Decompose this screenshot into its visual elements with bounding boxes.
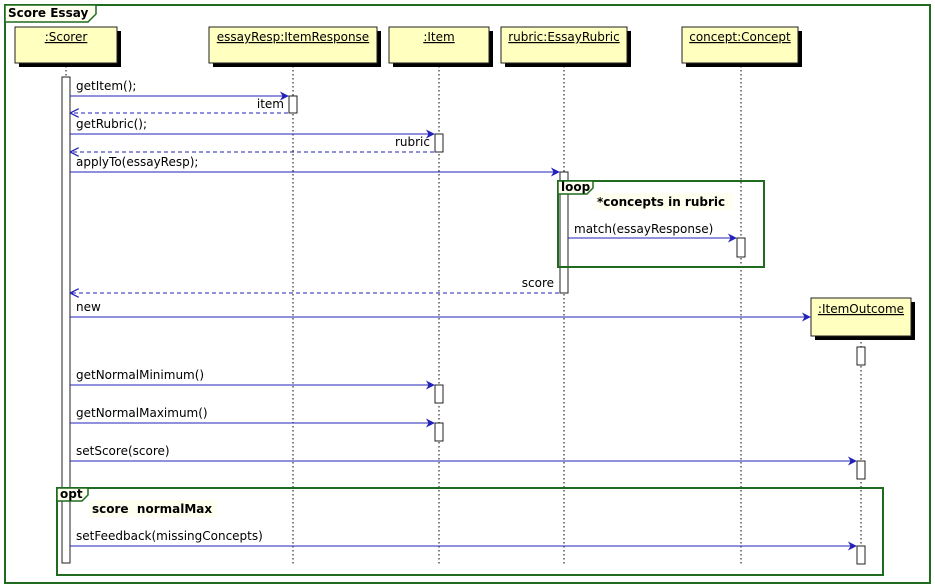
message-score-return[interactable]: score (71, 276, 559, 293)
activation-outcome-1 (856, 346, 866, 366)
message-match[interactable]: match(essayResponse) (568, 222, 737, 243)
diagram-title: Score Essay (8, 6, 88, 20)
message-getnormalmaximum-label: getNormalMaximum() (76, 406, 208, 420)
message-rubric-return[interactable]: rubric (71, 135, 434, 152)
message-setfeedback[interactable]: setFeedback(missingConcepts) (70, 529, 857, 551)
message-getitem[interactable]: getItem(); (70, 79, 289, 101)
participant-item[interactable]: :Item (388, 26, 493, 67)
activation-concept (736, 237, 746, 258)
fragment-opt-guard: score normalMax (92, 502, 212, 516)
fragment-opt-operator: opt (60, 487, 83, 501)
message-new[interactable]: new (70, 300, 811, 322)
lifelines (65, 66, 862, 566)
activation-item-1 (434, 133, 444, 153)
message-applyto[interactable]: applyTo(essayResp); (70, 155, 560, 177)
activation-rubric (559, 171, 569, 294)
participant-outcome-name: :ItemOutcome (818, 302, 904, 316)
message-item-return[interactable]: item (71, 97, 288, 113)
participant-essayresp-name: essayResp:ItemResponse (217, 30, 369, 44)
message-getnormalmaximum[interactable]: getNormalMaximum() (70, 406, 435, 428)
message-rubric-return-label: rubric (395, 135, 430, 149)
participant-rubric-name: rubric:EssayRubric (508, 30, 620, 44)
message-item-return-label: item (257, 97, 284, 111)
activation-item-3 (434, 422, 444, 442)
message-getnormalminimum-label: getNormalMinimum() (76, 368, 204, 382)
message-getrubric-label: getRubric(); (76, 117, 147, 131)
fragment-loop: loop *concepts in rubric (557, 180, 765, 268)
message-getrubric[interactable]: getRubric(); (70, 117, 435, 139)
activation-outcome-2 (856, 460, 866, 480)
message-setscore[interactable]: setScore(score) (70, 444, 857, 466)
activation-outcome-3 (856, 545, 866, 565)
participant-concept[interactable]: concept:Concept (681, 26, 802, 67)
activations (61, 76, 866, 565)
participant-scorer[interactable]: :Scorer (14, 26, 121, 67)
participant-scorer-name: :Scorer (45, 30, 88, 44)
diagram-frame: Score Essay (4, 4, 931, 584)
message-new-label: new (76, 300, 101, 314)
fragment-loop-guard: *concepts in rubric (597, 195, 725, 209)
message-setscore-label: setScore(score) (76, 444, 170, 458)
activation-scorer (61, 76, 71, 564)
activation-item-2 (434, 384, 444, 404)
message-match-label: match(essayResponse) (574, 222, 713, 236)
participant-concept-name: concept:Concept (689, 30, 791, 44)
fragment-loop-operator: loop (561, 180, 591, 194)
message-getnormalminimum[interactable]: getNormalMinimum() (70, 368, 435, 390)
activation-essayresp (288, 95, 298, 114)
participant-rubric[interactable]: rubric:EssayRubric (500, 26, 631, 67)
message-applyto-label: applyTo(essayResp); (76, 155, 198, 169)
participant-outcome[interactable]: :ItemOutcome (810, 297, 915, 340)
message-setfeedback-label: setFeedback(missingConcepts) (76, 529, 263, 543)
participant-item-name: :Item (423, 30, 454, 44)
fragment-opt: opt score normalMax (56, 487, 884, 576)
participant-essayresp[interactable]: essayResp:ItemResponse (208, 26, 381, 67)
message-score-return-label: score (522, 276, 554, 290)
message-getitem-label: getItem(); (76, 79, 136, 93)
